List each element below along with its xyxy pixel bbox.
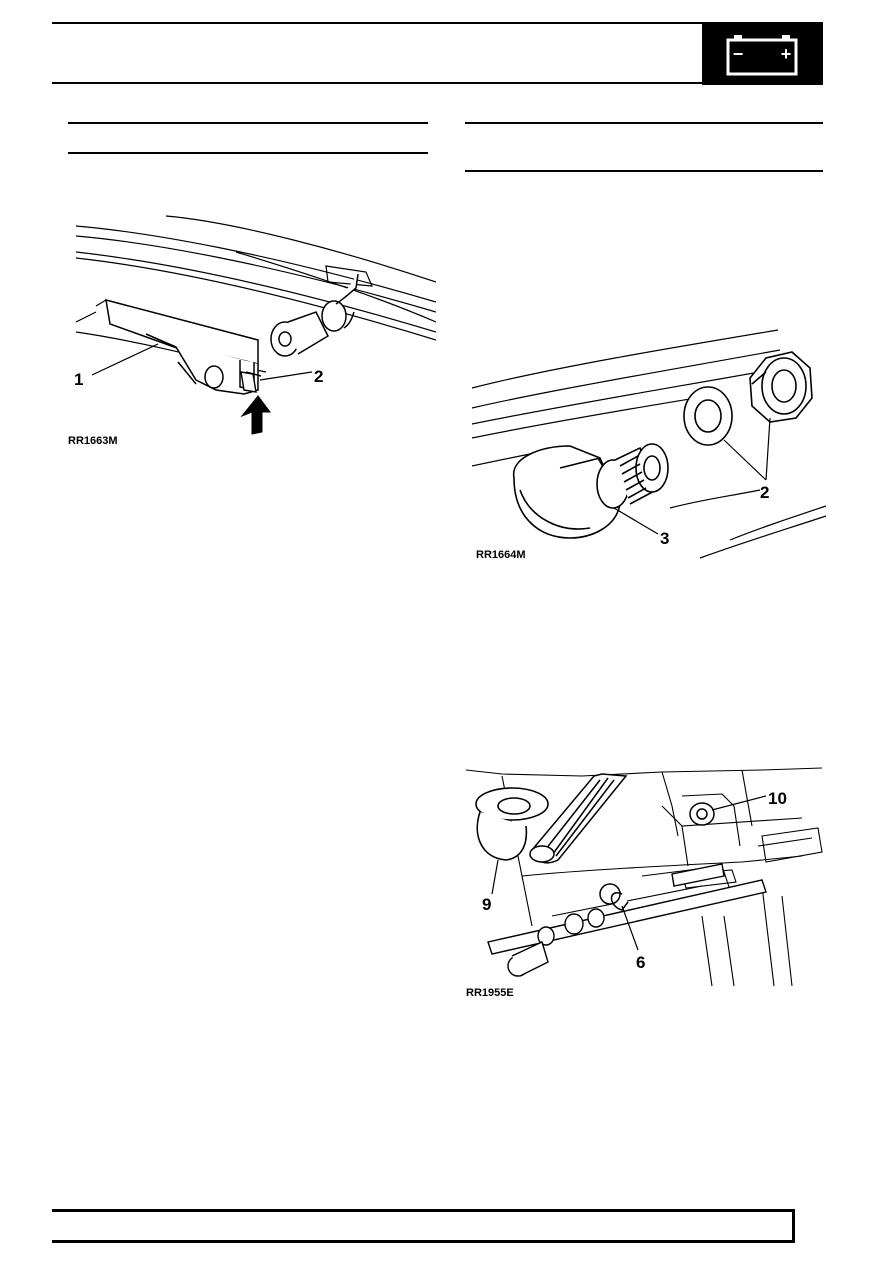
left-section-rule-top bbox=[68, 122, 428, 124]
figure-code: RR1664M bbox=[476, 549, 526, 561]
callout-1: 1 bbox=[74, 370, 83, 389]
battery-plus-sign: + bbox=[781, 44, 792, 64]
callout-9: 9 bbox=[482, 895, 491, 914]
callout-3: 3 bbox=[660, 529, 669, 548]
figure-wiper-arm: 1 2 RR1663M bbox=[66, 212, 436, 452]
page-footer bbox=[52, 1209, 795, 1243]
right-section-rule-top bbox=[465, 122, 823, 124]
callout-2: 2 bbox=[314, 367, 323, 386]
figure-spindle-nut: 2 3 RR1664M bbox=[470, 328, 830, 564]
figure-linkage: 10 9 6 RR1955E bbox=[462, 766, 828, 1002]
figure-code: RR1663M bbox=[68, 435, 118, 447]
section-tab: − + bbox=[702, 22, 823, 85]
figure-code: RR1955E bbox=[466, 987, 514, 999]
callout-6: 6 bbox=[636, 953, 645, 972]
right-section-rule-bottom bbox=[465, 170, 823, 172]
header-bottom-rule bbox=[52, 82, 702, 84]
left-section-rule-bottom bbox=[68, 152, 428, 154]
battery-minus-sign: − bbox=[733, 44, 744, 64]
callout-10: 10 bbox=[768, 789, 787, 808]
callout-2: 2 bbox=[760, 483, 769, 502]
battery-icon: − + bbox=[726, 35, 798, 76]
header-top-rule bbox=[52, 22, 702, 24]
